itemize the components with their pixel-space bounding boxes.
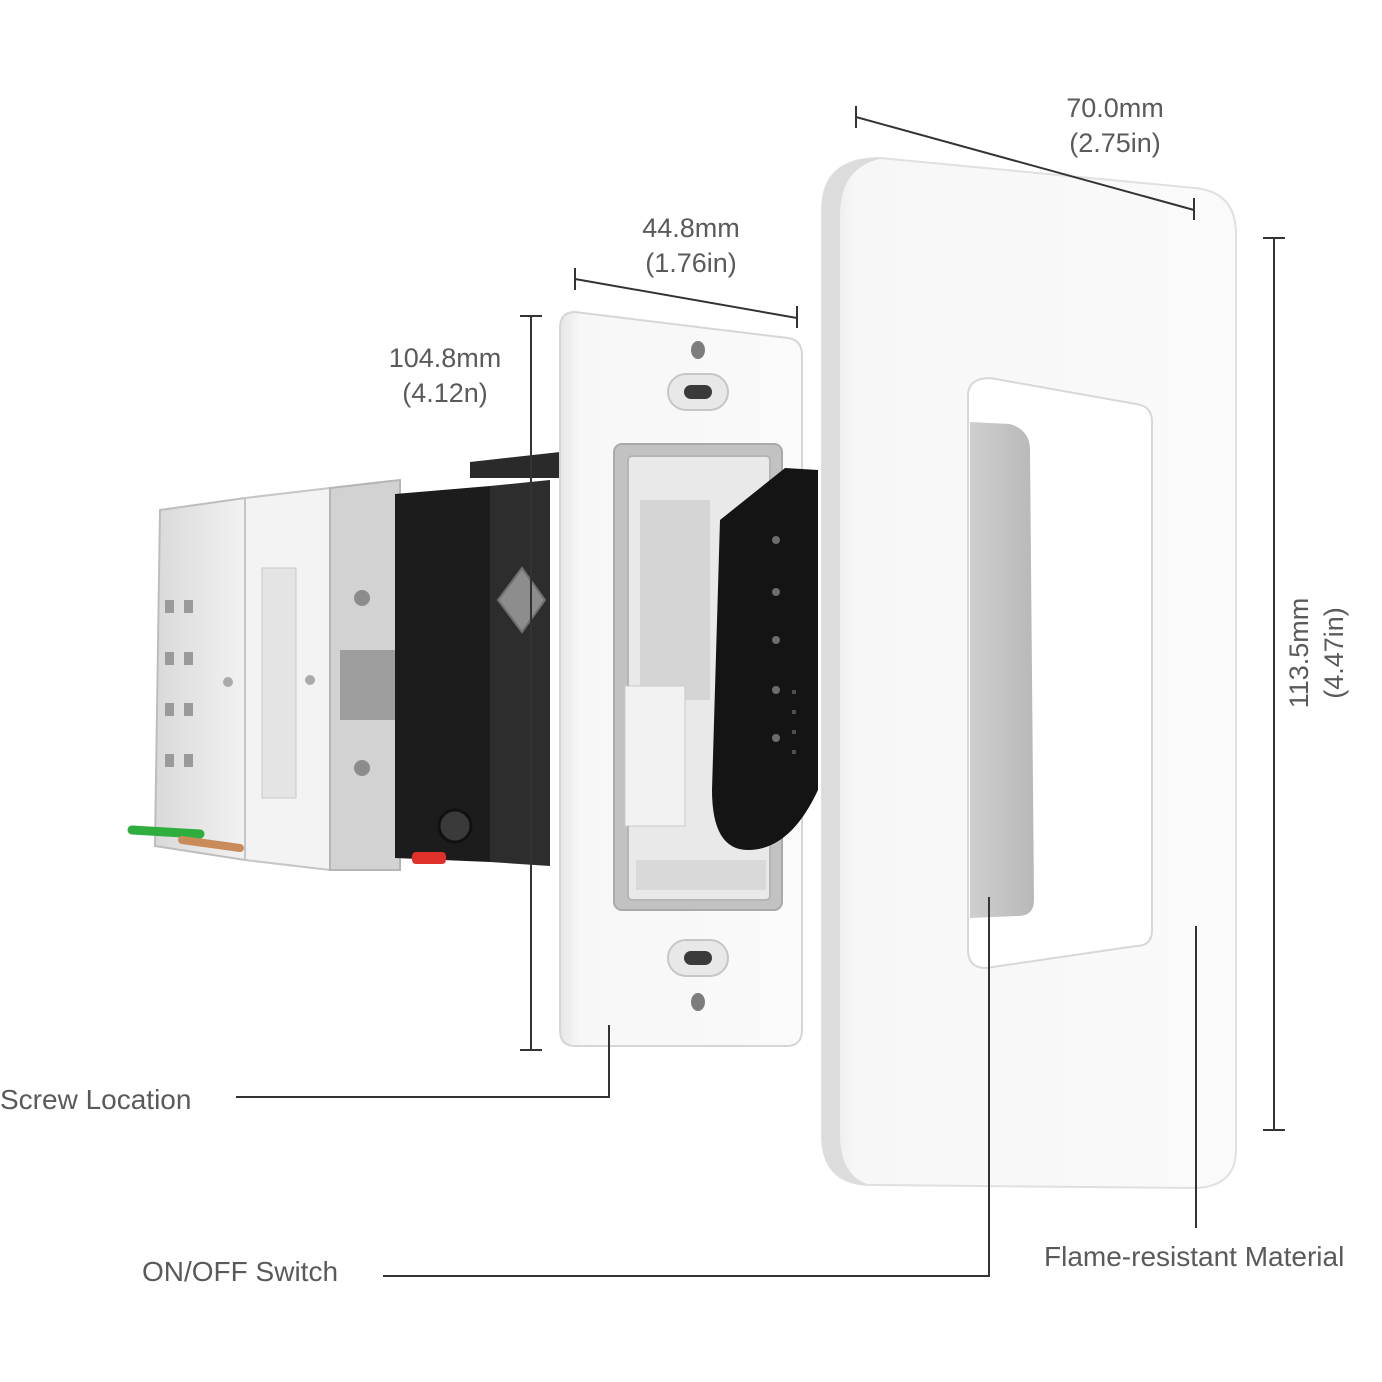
inner-frame <box>329 478 401 871</box>
on-off-switch-leader <box>383 897 990 1277</box>
inner-width-dim-line <box>574 278 798 319</box>
plate-height-mm: 113.5mm <box>1284 597 1314 709</box>
on-off-switch-label: ON/OFF Switch <box>142 1256 339 1287</box>
screw-location-label: Screw Location <box>0 1084 192 1115</box>
switch-mounting-plate <box>559 310 818 1047</box>
flame-resistant-label: Flame-resistant Material <box>1044 1241 1345 1272</box>
plate-height-in: (4.47in) <box>1319 607 1349 699</box>
plate-height-label: 113.5mm (4.47in) <box>1282 568 1352 738</box>
screw-location-leader <box>236 1025 610 1098</box>
callout-leaders <box>236 897 1197 1277</box>
terminal-housing <box>127 486 331 872</box>
inner-height-in: (4.12n) <box>402 378 488 408</box>
inner-width-mm: 44.8mm <box>642 213 740 243</box>
inner-width-in: (1.76in) <box>645 248 737 278</box>
plate-width-in: (2.75in) <box>1069 128 1161 158</box>
inner-height-label: 104.8mm (4.12n) <box>360 341 530 411</box>
circuit-module <box>395 452 560 866</box>
dimension-lines <box>520 106 1285 1131</box>
plate-width-mm: 70.0mm <box>1066 93 1164 123</box>
plate-width-dim-line <box>855 116 1195 211</box>
inner-height-mm: 104.8mm <box>388 343 502 373</box>
plate-width-label: 70.0mm (2.75in) <box>1030 91 1200 161</box>
inner-width-label: 44.8mm (1.76in) <box>606 211 776 281</box>
wall-cover-plate <box>821 156 1237 1190</box>
